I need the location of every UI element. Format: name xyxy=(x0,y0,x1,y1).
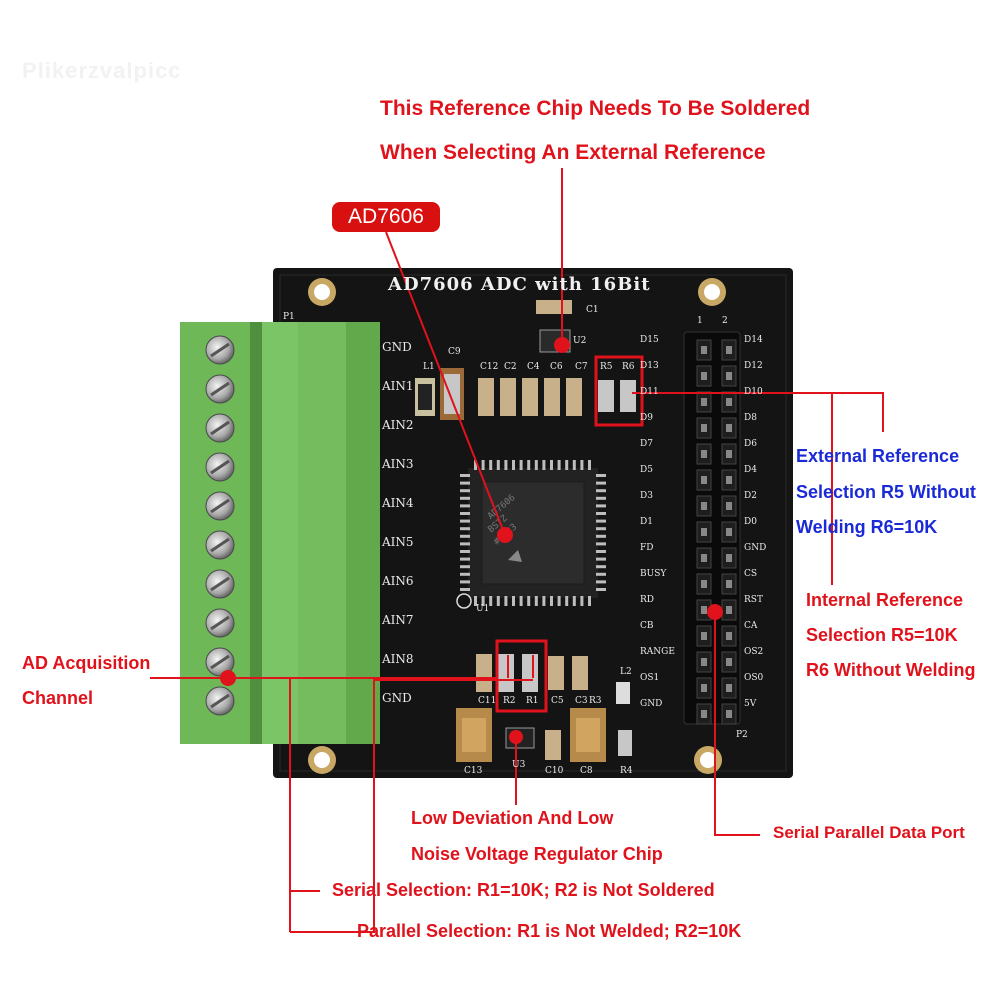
serial-selection-label: Serial Selection: R1=10K; R2 is Not Sold… xyxy=(332,880,715,900)
parallel-selection-label: Parallel Selection: R1 is Not Welded; R2… xyxy=(357,921,742,941)
label-c6: C6 xyxy=(550,362,563,372)
ad7606-badge: AD7606 xyxy=(332,202,440,232)
left-pins-item: GND xyxy=(382,340,412,354)
header-left-item: GND xyxy=(640,699,663,709)
label-r6: R6 xyxy=(622,362,635,372)
label-c1: C1 xyxy=(586,305,599,315)
label-c7: C7 xyxy=(575,362,588,372)
header-left-item: D3 xyxy=(640,491,653,501)
label-header-1: 1 xyxy=(697,316,703,326)
header-left-item: D15 xyxy=(640,335,659,345)
callout-dots xyxy=(220,337,723,744)
left-pins-item: AIN2 xyxy=(382,418,414,432)
r1-r2-highlight xyxy=(495,639,548,713)
bottom-components xyxy=(456,654,632,762)
int-ref-line2: Selection R5=10K xyxy=(806,625,958,645)
label-c2: C2 xyxy=(504,362,517,372)
label-u1: U1 xyxy=(476,604,490,614)
channel-line1: AD Acquisition xyxy=(22,653,151,673)
header-right-item: RST xyxy=(744,595,763,605)
label-l1: L1 xyxy=(423,362,435,372)
header-right-item: D2 xyxy=(744,491,757,501)
header-right-item: 5V xyxy=(744,699,757,709)
header-left-item: RD xyxy=(640,595,654,605)
pin-header xyxy=(683,331,741,725)
header-right-item: D0 xyxy=(744,517,757,527)
left-pins-item: AIN5 xyxy=(382,535,414,549)
adc-chip: AD7606 BSTZ #1223 xyxy=(456,460,606,609)
label-c5: C5 xyxy=(551,696,564,706)
header-right-item: OS0 xyxy=(744,673,764,683)
data-port-label: Serial Parallel Data Port xyxy=(773,823,965,842)
label-p1: P1 xyxy=(283,312,295,322)
label-c9: C9 xyxy=(448,347,461,357)
ext-ref-line1: External Reference xyxy=(796,446,960,466)
left-pins-item: AIN8 xyxy=(382,652,414,666)
watermark: Plikerzvalpicc xyxy=(22,58,182,83)
header-left-item: D7 xyxy=(640,439,653,449)
label-c10: C10 xyxy=(545,766,564,776)
header-right-item: D10 xyxy=(744,387,763,397)
header-right-item: D4 xyxy=(744,465,757,475)
header-left-item: D5 xyxy=(640,465,653,475)
ref-chip-line2: When Selecting An External Reference xyxy=(380,141,766,164)
header-left-item: D1 xyxy=(640,517,653,527)
int-ref-line1: Internal Reference xyxy=(806,590,964,610)
label-c12: C12 xyxy=(480,362,499,372)
label-header-2: 2 xyxy=(722,316,728,326)
label-u2: U2 xyxy=(573,336,587,346)
label-r3: R3 xyxy=(589,696,602,706)
header-right-item: CA xyxy=(744,621,758,631)
left-pins-item: AIN7 xyxy=(382,613,414,627)
label-c4: C4 xyxy=(527,362,540,372)
label-c11: C11 xyxy=(478,696,497,706)
header-left-item: D9 xyxy=(640,413,653,423)
label-u3: U3 xyxy=(512,760,526,770)
label-l2: L2 xyxy=(620,667,632,677)
int-ref-line3: R6 Without Welding xyxy=(806,660,976,680)
label-c8: C8 xyxy=(580,766,593,776)
header-left-item: CB xyxy=(640,621,654,631)
left-pins-item: AIN1 xyxy=(382,379,414,393)
header-left-item: RANGE xyxy=(640,647,675,657)
terminal-block xyxy=(180,322,380,744)
label-r1: R1 xyxy=(526,696,539,706)
header-right-item: D12 xyxy=(744,361,763,371)
header-right-item: CS xyxy=(744,569,758,579)
header-left-item: D13 xyxy=(640,361,659,371)
header-left-item: D11 xyxy=(640,387,659,397)
left-pins-item: GND xyxy=(382,691,412,705)
channel-line2: Channel xyxy=(22,688,94,708)
ext-ref-line3: Welding R6=10K xyxy=(796,517,938,537)
label-c3: C3 xyxy=(575,696,588,706)
label-r4: R4 xyxy=(620,766,633,776)
label-p2: P2 xyxy=(736,730,748,740)
label-c13: C13 xyxy=(464,766,483,776)
ref-chip-line1: This Reference Chip Needs To Be Soldered xyxy=(380,97,811,120)
regulator-line2: Noise Voltage Regulator Chip xyxy=(411,844,663,864)
ext-ref-line2: Selection R5 Without xyxy=(796,482,976,502)
header-right-item: D14 xyxy=(744,335,763,345)
left-pins-item: AIN4 xyxy=(382,496,414,510)
label-r2: R2 xyxy=(503,696,516,706)
header-right-item: D6 xyxy=(744,439,757,449)
r5-r6-highlight xyxy=(594,355,644,427)
header-left-item: BUSY xyxy=(640,569,667,579)
label-r5: R5 xyxy=(600,362,613,372)
header-right-item: GND xyxy=(744,543,767,553)
left-pins-item: AIN3 xyxy=(382,457,414,471)
header-left-item: OS1 xyxy=(640,673,660,683)
board-title: AD7606 ADC with 16Bit xyxy=(388,274,651,295)
regulator-line1: Low Deviation And Low xyxy=(411,808,614,828)
header-right-item: OS2 xyxy=(744,647,764,657)
header-right-item: D8 xyxy=(744,413,757,423)
left-pins-item: AIN6 xyxy=(382,574,414,588)
callout-lines xyxy=(150,168,884,933)
header-left-item: FD xyxy=(640,543,654,553)
